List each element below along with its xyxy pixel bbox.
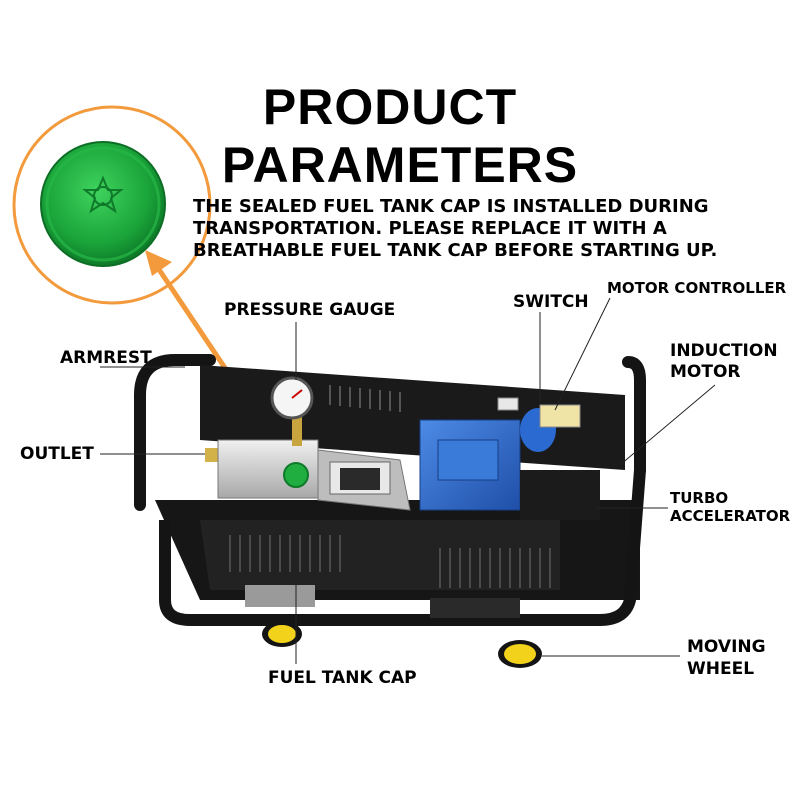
- label-outlet: OUTLET: [20, 444, 94, 464]
- label-induction-motor-line1: INDUCTION: [670, 341, 778, 361]
- label-moving-wheel-line1: MOVING: [687, 637, 766, 657]
- label-switch: SWITCH: [513, 292, 589, 312]
- fuel-cap-zoom: [12, 105, 212, 305]
- fuel-cap-emblem-icon: [82, 175, 124, 214]
- label-turbo-line1: TURBO: [670, 489, 729, 507]
- label-turbo-line2: ACCELERATOR: [670, 507, 791, 525]
- wheels: [262, 621, 542, 668]
- fuel-cap-icon: [283, 462, 309, 488]
- title-line-2: PARAMETERS: [221, 137, 579, 193]
- induction-motor: [419, 397, 600, 520]
- label-fuel-tank-cap: FUEL TANK CAP: [268, 668, 417, 688]
- label-pressure-gauge: PRESSURE GAUGE: [224, 300, 396, 320]
- label-moving-wheel-line2: WHEEL: [687, 659, 755, 679]
- label-motor-controller: MOTOR CONTROLLER: [607, 279, 787, 297]
- transport-notice: THE SEALED FUEL TANK CAP IS INSTALLED DU…: [193, 196, 718, 261]
- leader-lines: [100, 297, 716, 664]
- title-line-1: PRODUCT: [262, 79, 518, 135]
- label-armrest: ARMREST: [60, 348, 152, 368]
- label-induction-motor-line2: MOTOR: [670, 362, 741, 382]
- pressure-gauge-icon: [270, 376, 314, 420]
